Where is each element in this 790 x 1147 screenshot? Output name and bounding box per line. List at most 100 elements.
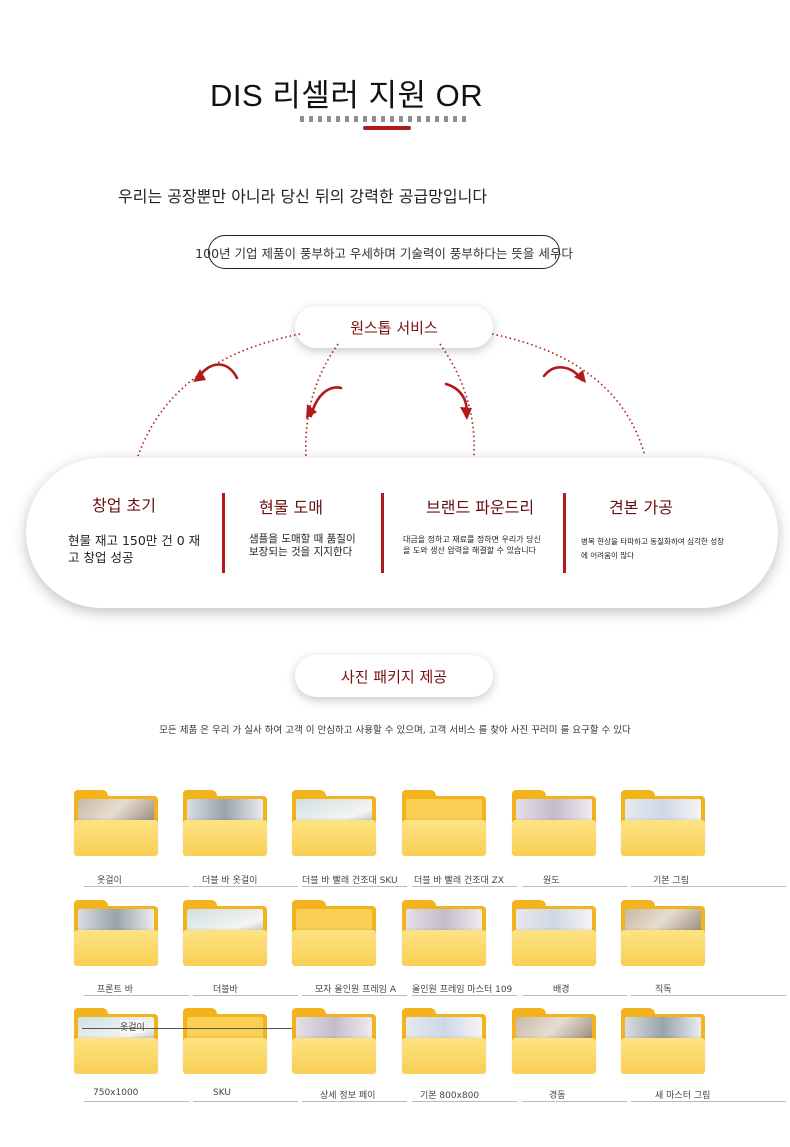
folder-label-underline	[302, 886, 407, 887]
slogan-pill: 100년 기업 제품이 풍부하고 우세하며 기술력이 풍부하다는 뜻을 세우다	[195, 235, 573, 269]
card-title-sample: 견본 가공	[609, 498, 673, 517]
folder-icon[interactable]	[292, 790, 376, 856]
folder-label-underline	[84, 995, 189, 996]
folder-label[interactable]: 모자 올인원 프레임 A	[315, 985, 396, 995]
card-divider-1	[222, 493, 225, 573]
one-stop-service-label: 원스톱 서비스	[350, 318, 438, 337]
folder-label-underline	[302, 995, 407, 996]
folder-front	[183, 820, 267, 856]
folder-front	[74, 930, 158, 966]
folder-label-underline	[412, 995, 517, 996]
service-capsule	[26, 458, 778, 608]
folder-front	[74, 820, 158, 856]
page-subtitle: 우리는 공장뿐만 아니라 당신 뒤의 강력한 공급망입니다	[118, 187, 488, 206]
folder-icon[interactable]	[402, 900, 486, 966]
folder-label-underline	[193, 886, 298, 887]
folder-icon[interactable]	[74, 1008, 158, 1074]
folder-label-underline	[412, 1101, 517, 1102]
flow-arc-2	[304, 343, 339, 457]
folder-label[interactable]: 옷걸이	[97, 876, 122, 886]
card-divider-2	[381, 493, 384, 573]
folder-label[interactable]: 더블 바 빨래 건조대 ZX	[414, 876, 505, 886]
folder-icon[interactable]	[621, 1008, 705, 1074]
card-text-wholesale: 샘플을 도매할 때 품질이 보장되는 것을 지지한다	[249, 533, 356, 558]
card-divider-3	[563, 493, 566, 573]
folder-icon[interactable]	[183, 900, 267, 966]
card-title-wholesale: 현물 도매	[259, 498, 323, 517]
folder-front	[74, 1038, 158, 1074]
title-decoration	[300, 116, 468, 122]
folder-label[interactable]: 상세 정보 페이	[320, 1091, 376, 1101]
folder-icon[interactable]	[402, 1008, 486, 1074]
folder-icon[interactable]	[621, 900, 705, 966]
folder-icon[interactable]	[74, 900, 158, 966]
folder-icon[interactable]	[183, 790, 267, 856]
card-title-startup: 창업 초기	[92, 496, 156, 515]
folder-label[interactable]: 더블 바 빨래 건조대 SKU	[302, 876, 398, 886]
folder-label[interactable]: 새 마스터 그림	[655, 1091, 711, 1101]
folder-front	[402, 1038, 486, 1074]
folder-label[interactable]: 기본 800x800	[420, 1091, 480, 1101]
flow-arc-3	[439, 343, 475, 457]
folder-icon[interactable]	[292, 1008, 376, 1074]
folder-icon[interactable]	[183, 1008, 267, 1074]
folder-front	[292, 1038, 376, 1074]
arrow-head-1	[193, 369, 206, 382]
arrow-1	[196, 363, 239, 380]
folder-icon[interactable]	[74, 790, 158, 856]
card-text-sample: 병목 현상을 타파하고 동질화하여 심각한 성장에 어려움이 많다	[581, 537, 725, 560]
folder-label[interactable]: SKU	[213, 1088, 231, 1098]
slogan-text: 100년 기업 제품이 풍부하고 우세하며 기술력이 풍부하다는 뜻을 세우다	[195, 245, 573, 261]
card-text-foundry: 대금을 정하고 재료를 정하면 우리가 당신을 도와 생산 압력을 해결할 수 …	[403, 535, 541, 555]
folder-icon[interactable]	[512, 790, 596, 856]
flow-arrows-diagram	[137, 333, 646, 457]
folder-label[interactable]: 프론트 바	[97, 985, 133, 995]
folder-front	[292, 820, 376, 856]
folder-front	[621, 820, 705, 856]
folder-label[interactable]: 원도	[543, 876, 560, 886]
flow-arc-4	[491, 333, 646, 457]
folder-label-underline	[522, 886, 627, 887]
folder-label-underline	[412, 886, 517, 887]
folder-label[interactable]: 더블바	[213, 985, 238, 995]
folder-front	[402, 930, 486, 966]
folder-label[interactable]: 배경	[553, 985, 570, 995]
folder-icon[interactable]	[621, 790, 705, 856]
photo-package-pill: 사진 패키지 제공	[295, 655, 493, 697]
card-title-foundry: 브랜드 파운드리	[426, 498, 535, 517]
flow-arc-1	[137, 333, 301, 457]
photo-package-description: 모든 제품 은 우리 가 실사 하여 고객 이 안심하고 사용할 수 있으며, …	[159, 725, 631, 736]
folder-icon[interactable]	[402, 790, 486, 856]
overlay-line	[82, 1028, 292, 1029]
page-title: DIS 리셀러 지원 OR	[210, 78, 484, 113]
folder-label-underline	[631, 995, 786, 996]
folder-label-underline	[193, 995, 298, 996]
folder-label-underline	[302, 1101, 407, 1102]
folder-label-underline	[631, 886, 786, 887]
title-underline	[363, 126, 411, 130]
folder-label[interactable]: 750x1000	[93, 1088, 139, 1098]
overlay-label-hanger: 옷걸이	[120, 1020, 145, 1033]
folder-front	[512, 930, 596, 966]
folder-front	[512, 820, 596, 856]
folder-label[interactable]: 기본 그림	[653, 876, 689, 886]
folder-label[interactable]: 경동	[549, 1091, 566, 1101]
one-stop-service-pill: 원스톱 서비스	[295, 306, 493, 348]
folder-icon[interactable]	[512, 900, 596, 966]
folder-front	[621, 1038, 705, 1074]
folder-label-underline	[522, 995, 627, 996]
folder-icon[interactable]	[292, 900, 376, 966]
folder-label[interactable]: 더블 바 옷걸이	[202, 876, 258, 886]
folder-label-underline	[84, 1101, 189, 1102]
folder-label[interactable]: 올인원 프레임 마스터 109	[412, 985, 513, 995]
folder-front	[183, 1038, 267, 1074]
folder-label-underline	[193, 1101, 298, 1102]
folder-front	[183, 930, 267, 966]
folder-front	[292, 930, 376, 966]
card-text-startup: 현물 재고 150만 건 0 재고 창업 성공	[68, 533, 201, 565]
folder-label-underline	[84, 886, 189, 887]
arrow-head-4	[574, 370, 586, 383]
arrow-head-2	[306, 404, 317, 419]
folder-icon[interactable]	[512, 1008, 596, 1074]
folder-label[interactable]: 직독	[655, 985, 672, 995]
